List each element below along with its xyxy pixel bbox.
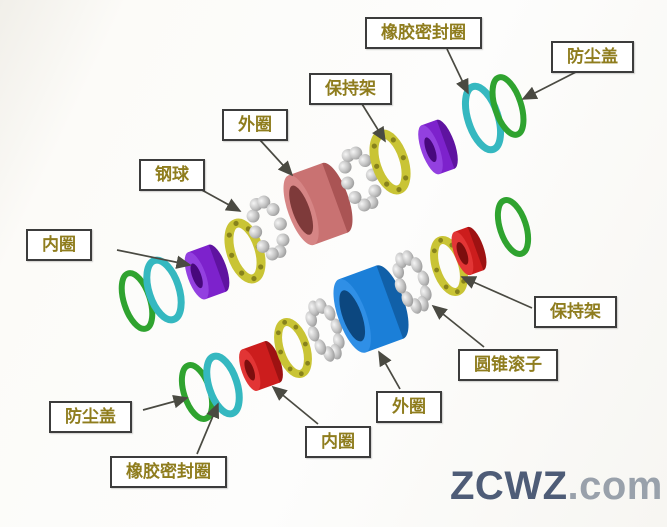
label-dust-cover-top: 防尘盖 bbox=[551, 41, 634, 73]
label-cage-bottom: 保持架 bbox=[534, 296, 617, 328]
inner-ring-top-back bbox=[418, 119, 458, 175]
rubber-seal-bottom-left-ring bbox=[203, 352, 243, 418]
arrow-dust-cover-bottom bbox=[142, 395, 189, 411]
dust-cover-top-right-ring bbox=[489, 74, 527, 138]
rubber-seal-top-left-ring bbox=[143, 256, 185, 324]
ball-bearing-assembly bbox=[118, 74, 527, 332]
arrow-steel-ball bbox=[199, 188, 242, 212]
outer-ring-top bbox=[283, 162, 353, 246]
label-arrows bbox=[116, 48, 577, 455]
label-dust-cover-bottom: 防尘盖 bbox=[49, 401, 132, 433]
arrow-inner-ring-bottom bbox=[271, 385, 319, 425]
label-outer-ring-bottom: 外圈 bbox=[376, 391, 442, 423]
label-outer-ring-top: 外圈 bbox=[222, 109, 288, 141]
arrow-dust-cover-top bbox=[521, 71, 577, 100]
arrow-outer-ring-bottom bbox=[378, 350, 401, 390]
steel-balls-front bbox=[246, 195, 290, 261]
inner-ring-bottom-back bbox=[451, 226, 487, 276]
dust-cover-bottom-right-ring bbox=[494, 197, 532, 257]
arrow-cage-top bbox=[361, 103, 386, 143]
label-steel-ball: 钢球 bbox=[139, 159, 205, 191]
label-inner-ring-bottom: 内圈 bbox=[305, 426, 371, 458]
label-rubber-seal-bottom: 橡胶密封圈 bbox=[110, 456, 227, 488]
arrow-rubber-seal-top bbox=[446, 48, 469, 95]
watermark: ZCWZ.com bbox=[450, 464, 663, 509]
label-rubber-seal-top: 橡胶密封圈 bbox=[365, 17, 482, 49]
tapered-rollers-back bbox=[392, 250, 432, 314]
arrow-tapered-roller bbox=[431, 304, 485, 348]
outer-ring-bottom bbox=[333, 265, 409, 353]
steel-balls-back bbox=[338, 146, 382, 212]
arrow-inner-ring-top bbox=[116, 249, 192, 269]
arrow-outer-ring-top bbox=[259, 139, 294, 177]
watermark-suffix-text: .com bbox=[567, 464, 663, 508]
label-cage-top: 保持架 bbox=[309, 73, 392, 105]
tapered-roller-bearing-assembly bbox=[178, 197, 532, 422]
label-tapered-roller: 圆锥滚子 bbox=[458, 349, 558, 381]
arrow-rubber-seal-bottom bbox=[196, 402, 220, 455]
label-inner-ring-top: 内圈 bbox=[26, 229, 92, 261]
watermark-main-text: ZCWZ bbox=[450, 464, 568, 508]
cage-bottom-front bbox=[274, 318, 312, 378]
arrow-cage-bottom bbox=[460, 276, 533, 309]
inner-ring-bottom bbox=[239, 341, 283, 391]
tapered-rollers-front bbox=[305, 298, 345, 362]
